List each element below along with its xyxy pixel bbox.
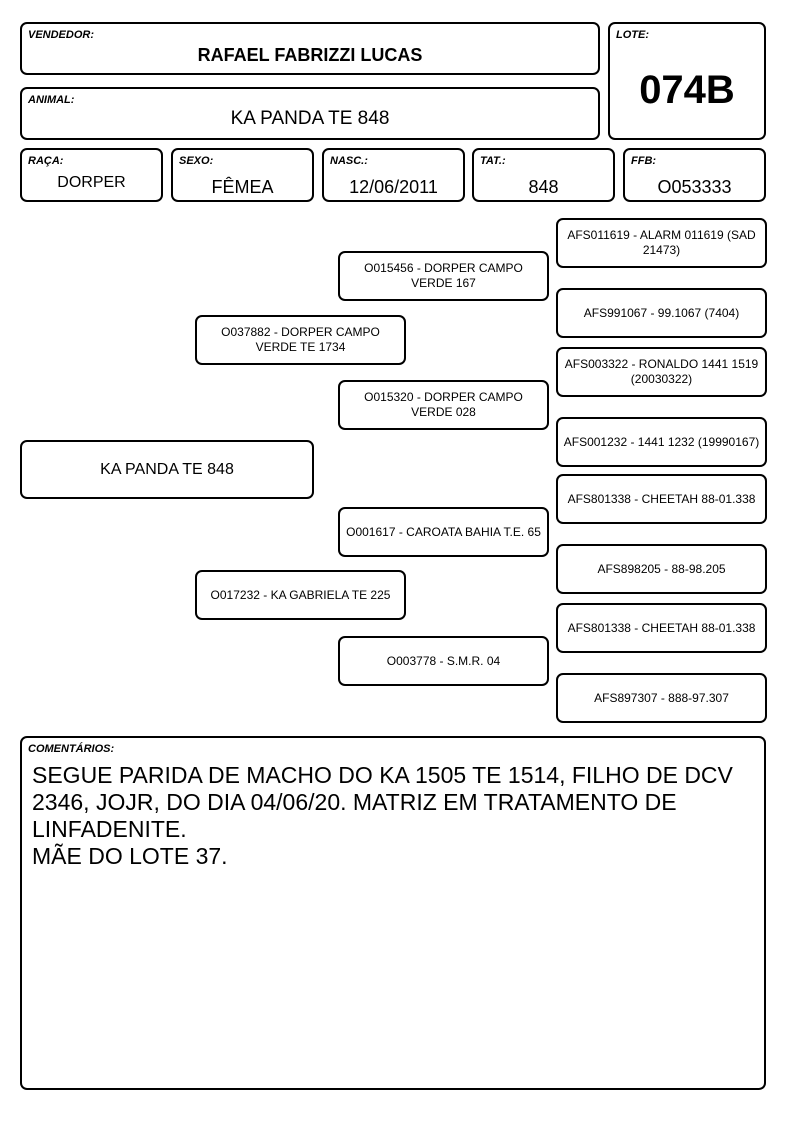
nasc-box: NASC.: 12/06/2011 — [322, 148, 465, 202]
lote-label: LOTE: — [616, 29, 649, 41]
animal-label: ANIMAL: — [28, 94, 75, 106]
ffb-label: FFB: — [631, 155, 657, 167]
sexo-label: SEXO: — [179, 155, 214, 167]
pedigree-gg3: AFS003322 - RONALDO 1441 1519 (20030322) — [556, 347, 767, 397]
pedigree-dam: O017232 - KA GABRIELA TE 225 — [195, 570, 406, 620]
sexo-value: FÊMEA — [211, 177, 274, 197]
pedigree-sire-sire: O015456 - DORPER CAMPO VERDE 167 — [338, 251, 549, 301]
vendedor-label: VENDEDOR: — [28, 29, 95, 41]
nasc-label: NASC.: — [330, 155, 368, 167]
pedigree-sire: O037882 - DORPER CAMPO VERDE TE 1734 — [195, 315, 406, 365]
vendedor-value: RAFAEL FABRIZZI LUCAS — [197, 45, 423, 65]
ffb-box: FFB: O053333 — [623, 148, 766, 202]
vendedor-box: VENDEDOR: RAFAEL FABRIZZI LUCAS — [20, 22, 600, 75]
pedigree-dam-dam: O003778 - S.M.R. 04 — [338, 636, 549, 686]
lote-box: LOTE: 074B — [608, 22, 766, 140]
comments-label: COMENTÁRIOS: — [28, 743, 115, 755]
pedigree-dam-sire: O001617 - CAROATA BAHIA T.E. 65 — [338, 507, 549, 557]
raca-label: RAÇA: — [28, 155, 64, 167]
pedigree-gg6: AFS898205 - 88-98.205 — [556, 544, 767, 594]
pedigree-gg8: AFS897307 - 888-97.307 — [556, 673, 767, 723]
tat-box: TAT.: 848 — [472, 148, 615, 202]
pedigree-gg4: AFS001232 - 1441 1232 (19990167) — [556, 417, 767, 467]
pedigree-animal: KA PANDA TE 848 — [20, 440, 314, 499]
animal-value: KA PANDA TE 848 — [230, 108, 390, 129]
pedigree-gg7: AFS801338 - CHEETAH 88-01.338 — [556, 603, 767, 653]
comments-text: SEGUE PARIDA DE MACHO DO KA 1505 TE 1514… — [32, 762, 733, 869]
ffb-value: O053333 — [657, 177, 732, 197]
raca-value: DORPER — [57, 174, 126, 191]
sexo-box: SEXO: FÊMEA — [171, 148, 314, 202]
pedigree-sire-dam: O015320 - DORPER CAMPO VERDE 028 — [338, 380, 549, 430]
pedigree-gg2: AFS991067 - 99.1067 (7404) — [556, 288, 767, 338]
raca-box: RAÇA: DORPER — [20, 148, 163, 202]
lote-value: 074B — [639, 68, 735, 112]
comments-box: COMENTÁRIOS: SEGUE PARIDA DE MACHO DO KA… — [20, 736, 766, 1090]
tat-value: 848 — [528, 177, 559, 197]
nasc-value: 12/06/2011 — [349, 177, 438, 197]
pedigree-gg5: AFS801338 - CHEETAH 88-01.338 — [556, 474, 767, 524]
tat-label: TAT.: — [480, 155, 506, 167]
animal-box: ANIMAL: KA PANDA TE 848 — [20, 87, 600, 140]
pedigree-gg1: AFS011619 - ALARM 011619 (SAD 21473) — [556, 218, 767, 268]
